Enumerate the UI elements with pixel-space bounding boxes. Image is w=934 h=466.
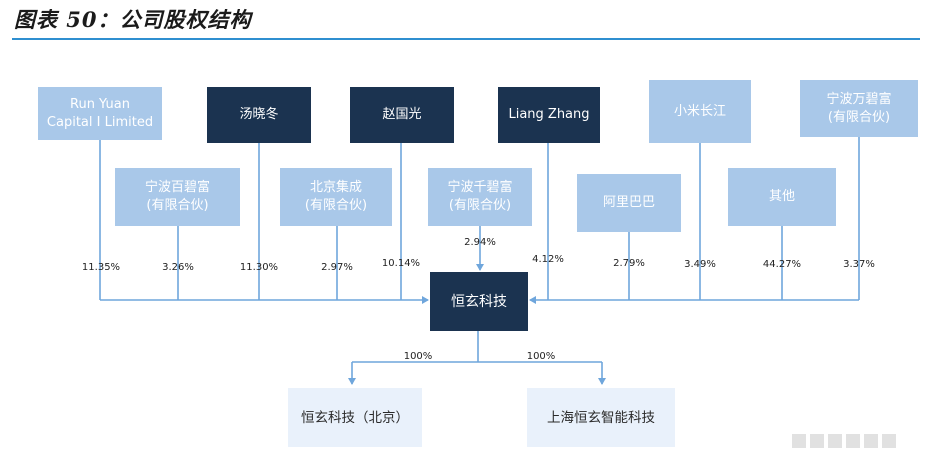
pct-tang-xiaodong: 11.30% [239, 262, 279, 273]
pct-alibaba: 2.79% [613, 258, 645, 269]
company-box: 恒玄科技 [430, 272, 528, 331]
shareholder-zhao-guoguang: 赵国光 [350, 87, 454, 143]
shareholder-tang-xiaodong: 汤晓冬 [207, 87, 311, 143]
pct-zhao-guoguang: 10.14% [381, 258, 421, 269]
pct-ningbo-qianbifu: 2.94% [464, 237, 496, 248]
watermark-blur [792, 433, 914, 451]
shareholder-liang-zhang: Liang Zhang [498, 87, 600, 143]
subsidiary-beijing: 恒玄科技（北京） [288, 388, 422, 447]
shareholder-xiaomi-changjiang: 小米长江 [649, 80, 751, 143]
pct-others: 44.27% [762, 259, 802, 270]
pct-liang-zhang: 4.12% [532, 254, 564, 265]
pct-ningbo-wanbifu: 3.37% [843, 259, 875, 270]
subsidiary-shanghai: 上海恒玄智能科技 [527, 388, 675, 447]
shareholder-ningbo-qianbifu: 宁波千碧富 (有限合伙) [428, 168, 532, 226]
shareholder-alibaba: 阿里巴巴 [577, 174, 681, 232]
title-rule [12, 38, 920, 40]
pct-beijing-jicheng: 2.97% [321, 262, 353, 273]
shareholder-beijing-jicheng: 北京集成 (有限合伙) [280, 168, 392, 226]
shareholder-others: 其他 [728, 168, 836, 226]
pct-ningbo-baibifu: 3.26% [162, 262, 194, 273]
shareholder-ningbo-wanbifu: 宁波万碧富 (有限合伙) [800, 80, 918, 137]
shareholder-ningbo-baibifu: 宁波百碧富 (有限合伙) [115, 168, 240, 226]
pct-run-yuan: 11.35% [81, 262, 121, 273]
figure-title: 图表 50：公司股权结构 [14, 7, 252, 32]
pct-sub-shanghai: 100% [526, 351, 556, 362]
pct-xiaomi-changjiang: 3.49% [684, 259, 716, 270]
shareholder-run-yuan: Run Yuan Capital I Limited [38, 87, 162, 140]
pct-sub-beijing: 100% [403, 351, 433, 362]
